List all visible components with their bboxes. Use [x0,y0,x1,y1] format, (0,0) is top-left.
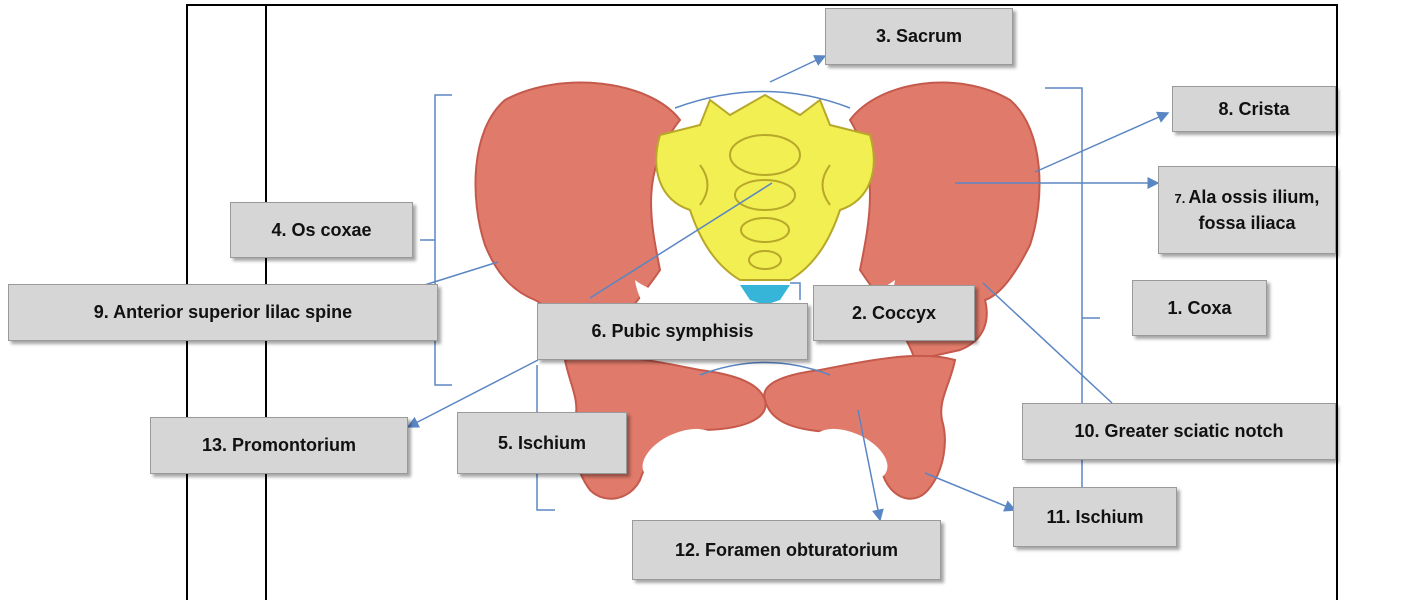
os-coxae-bracket [420,95,452,385]
label-coxa: 1. Coxa [1132,280,1267,336]
label-greater-sciatic-notch: 10. Greater sciatic notch [1022,403,1336,460]
label-crista: 8. Crista [1172,86,1336,132]
label-ischium-right: 11. Ischium [1013,487,1177,547]
label-pubic-symphisis: 6. Pubic symphisis [537,303,808,360]
label-foramen-obturatorium: 12. Foramen obturatorium [632,520,941,580]
label-promontorium: 13. Promontorium [150,417,408,474]
label-anterior-superior-spine: 9. Anterior superior lilac spine [8,284,438,341]
label-coccyx: 2. Coccyx [813,285,975,341]
label-os-coxae: 4. Os coxae [230,202,413,258]
label-sacrum: 3. Sacrum [825,8,1013,65]
label-ischium-left: 5. Ischium [457,412,627,474]
coccyx-bracket [790,283,800,300]
label-ala-ossis-ilium: 7.Ala ossis ilium, fossa iliaca [1158,166,1336,254]
